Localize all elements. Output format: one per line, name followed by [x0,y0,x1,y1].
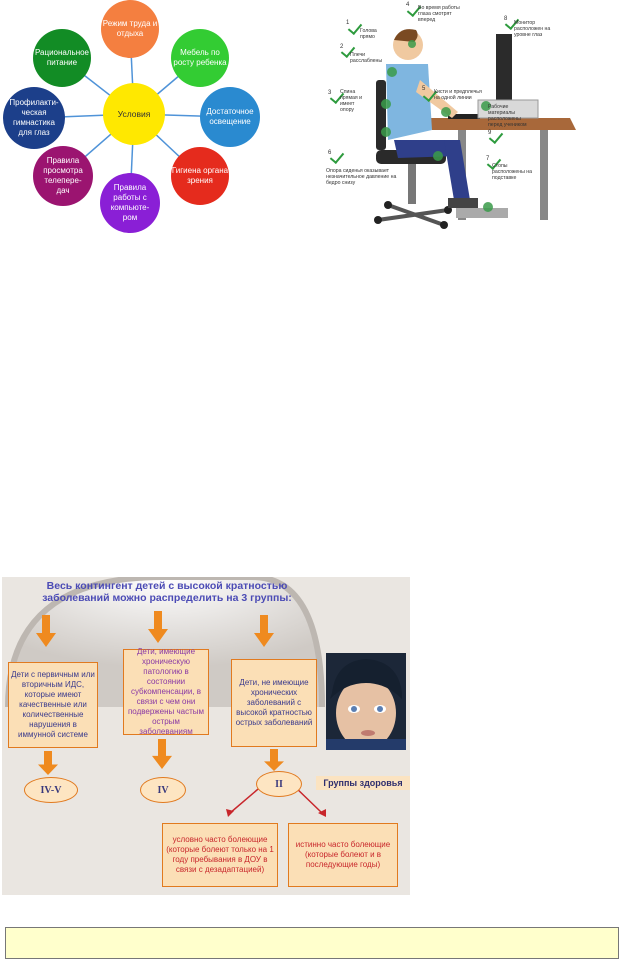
posture-drawing [374,29,576,229]
center-label: Условия [117,109,151,119]
note-number: 9 [488,130,492,136]
note-text: Голова прямо [360,28,377,40]
health-groups-diagram: Весь контингент детей с высокой кратност… [2,577,410,895]
group-oval-ii: II [256,771,302,797]
posture-illustration: 1 Голова прямо 2 Плечи расслаблены 3 Спи… [308,0,584,242]
title-line: Весь контингент детей с высокой кратност… [46,580,288,592]
groups-title: Весь контингент детей с высокой кратност… [2,580,332,604]
note-number: 2 [340,44,344,50]
petal-label: Мебель по росту ребенка [173,48,227,67]
box-text: истинно часто болеющие (которые болеют и… [295,840,391,869]
title-line: заболеваний можно распределить на 3 груп… [42,592,292,604]
conditions-flower-diagram: Режим труда и отдыха Мебель по росту реб… [0,0,270,240]
health-groups-label: Группы здоровья [316,776,410,790]
oval-label: IV [157,784,169,796]
box-text: условно часто болеющие (которые болеют т… [166,835,274,874]
group-box-ids: Дети с первичным или вторичным ИДС, кото… [8,662,98,748]
petal-label: Достаточное освещение [206,107,254,126]
note-text: Опора сиденья оказывает незначительное д… [326,168,397,186]
group-box-chronic: Дети, имеющие хроническую патологию в со… [123,647,209,736]
note-text: Спина прямая и имеет опору [340,89,363,113]
note-text: Монитор расположен на уровне глаз [514,20,551,38]
down-arrow-icon [36,615,56,647]
petal-label: Правила просмотра телепере-дач [43,156,83,195]
flower-center: Условия [103,83,165,145]
down-arrow-icon [148,611,168,643]
footer-box [5,927,619,959]
note-number: 4 [406,2,410,8]
note-number: 8 [504,16,508,22]
oval-label: II [275,778,283,790]
petal-label: Правила работы с компьюте-ром [110,183,150,222]
down-arrow-icon [38,751,58,775]
note-text: Плечи расслаблены [350,52,383,64]
petal-label: Профилакти-ческая гимнастика для глаз [9,98,59,137]
conditionally-frequent-box: условно часто болеющие (которые болеют т… [162,823,278,887]
box-text: Дети с первичным или вторичным ИДС, кото… [11,670,95,739]
petal-eye-hygiene: Гигиена органа зрения [171,147,229,205]
petal-eye-gymnastics: Профилакти-ческая гимнастика для глаз [3,87,65,149]
down-arrow-icon [254,615,274,647]
petal-lighting: Достаточное освещение [200,87,260,147]
note-number: 1 [346,20,350,26]
note-number: 6 [328,150,332,156]
down-arrow-icon [152,739,172,769]
child-face-image [326,653,406,750]
petal-nutrition: Рациональное питание [33,29,91,87]
petal-label: Режим труда и отдыха [102,19,158,38]
note-number: 3 [328,90,332,96]
petal-label: Гигиена органа зрения [171,166,229,185]
petal-tv-rules: Правила просмотра телепере-дач [33,146,93,206]
oval-label: IV-V [40,784,62,796]
box-text: Дети, не имеющие хронических заболеваний… [235,678,313,727]
child-photo [326,653,406,750]
group-oval-iv-v: IV-V [24,777,78,803]
note-text: Во время работы глаза смотрят вперед [418,5,460,23]
note-text: Кисти и предплечья на одной линии [434,89,482,101]
group-oval-iv: IV [140,777,186,803]
petal-computer-rules: Правила работы с компьюте-ром [100,173,160,233]
note-text: Стопы расположены на подставке [492,163,532,181]
box-text: Дети, имеющие хроническую патологию в со… [127,647,205,736]
petal-work-rest: Режим труда и отдыха [101,0,159,58]
down-arrow-icon [264,749,284,771]
group-box-no-chronic: Дети, не имеющие хронических заболеваний… [231,659,317,747]
materials-note: Рабочие материалы расположены перед учен… [488,104,527,128]
truly-frequent-box: истинно часто болеющие (которые болеют и… [288,823,398,887]
petal-label: Рациональное питание [34,48,90,67]
note-number: 5 [422,86,426,92]
note-number: 7 [486,156,490,162]
petal-furniture: Мебель по росту ребенка [171,29,229,87]
